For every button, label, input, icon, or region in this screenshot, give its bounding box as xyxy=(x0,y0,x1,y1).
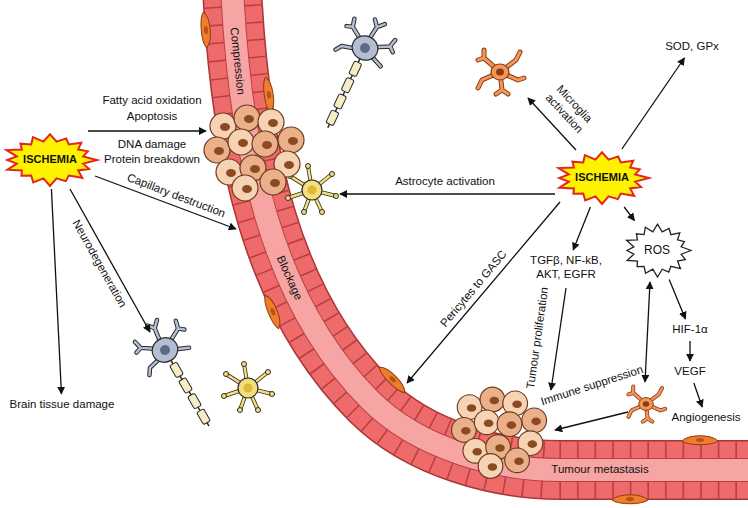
brain-cells xyxy=(478,50,524,94)
connector-arrow xyxy=(573,207,590,250)
arrow-label: Neurodegeneration xyxy=(69,218,129,311)
brain-cells xyxy=(304,10,402,139)
node-text: SOD, GPx xyxy=(665,40,719,54)
connectors xyxy=(51,58,702,407)
effect-arrows xyxy=(70,98,650,430)
outcome-text: Brain tissue damage xyxy=(6,396,119,414)
node-text: ISCHEMIA xyxy=(23,153,77,166)
arrow-label: Capillary destruction xyxy=(125,171,227,221)
outcome-text: Angiogenesis xyxy=(667,409,745,427)
pericytes xyxy=(262,76,276,113)
effect-label: Apoptosis xyxy=(127,110,178,124)
pericytes xyxy=(612,495,648,504)
arrow-label: Pericytes to GASC xyxy=(438,248,510,330)
enzyme-text: SOD, GPx xyxy=(661,38,723,56)
connector-arrow xyxy=(689,341,690,361)
ischemia-burst: ISCHEMIA xyxy=(553,150,651,206)
arrow-label: Immune suppression xyxy=(539,363,645,409)
brain-cells xyxy=(222,362,275,413)
effect-label: Protein breakdown xyxy=(104,153,200,167)
arrow-label: Astrocyte activation xyxy=(395,175,495,189)
pericytes xyxy=(262,293,284,330)
burst-shape xyxy=(7,134,97,186)
node-text: ROS xyxy=(644,243,670,257)
tumour-cells xyxy=(204,105,547,478)
node-text: TGFβ, NF-kB, AKT, EGFR xyxy=(526,254,606,282)
node-text: HIF-1α xyxy=(672,323,707,337)
vessel-label: Tumour metastasis xyxy=(549,463,650,477)
node-text: Angiogenesis xyxy=(671,411,740,425)
brain-cells xyxy=(628,386,665,421)
arrow-label: Tumour proliferation xyxy=(524,286,552,389)
tumour-cells xyxy=(204,105,304,201)
connector-arrow xyxy=(622,58,685,149)
pericytes xyxy=(200,12,212,49)
node-text: ISCHEMIA xyxy=(575,171,629,184)
brain-cells xyxy=(127,10,665,439)
pathway-text: TGFβ, NF-kB, AKT, EGFR xyxy=(522,252,610,284)
ros-burst: ROS xyxy=(622,222,693,279)
pericytes xyxy=(377,364,409,396)
effect-arrows xyxy=(555,412,628,430)
effect-arrows xyxy=(70,189,150,332)
effect-arrows xyxy=(340,193,555,194)
pericytes xyxy=(682,436,718,445)
brain-cells xyxy=(127,311,232,440)
connector-arrow xyxy=(669,280,685,320)
arrow-label: Microglia activation xyxy=(539,78,599,139)
tumour-cells xyxy=(452,387,547,478)
node-text: VEGF xyxy=(674,365,705,379)
effect-label: DNA damage xyxy=(118,138,186,152)
burst-shape xyxy=(626,224,690,277)
effect-arrows xyxy=(645,282,650,382)
connector-arrow xyxy=(694,383,702,407)
factor-text: HIF-1α xyxy=(668,321,712,339)
effect-arrows xyxy=(88,130,206,131)
pericytes xyxy=(200,12,718,504)
connector-arrow xyxy=(51,189,61,394)
node-text: Brain tissue damage xyxy=(10,398,115,412)
burst-shape xyxy=(559,152,649,204)
factor-text: VEGF xyxy=(670,363,710,381)
effect-arrows xyxy=(551,288,566,390)
ischemia-burst: ISCHEMIA xyxy=(1,132,99,188)
connector-arrow xyxy=(624,207,634,221)
effect-label: Fatty acid oxidation xyxy=(102,94,201,108)
